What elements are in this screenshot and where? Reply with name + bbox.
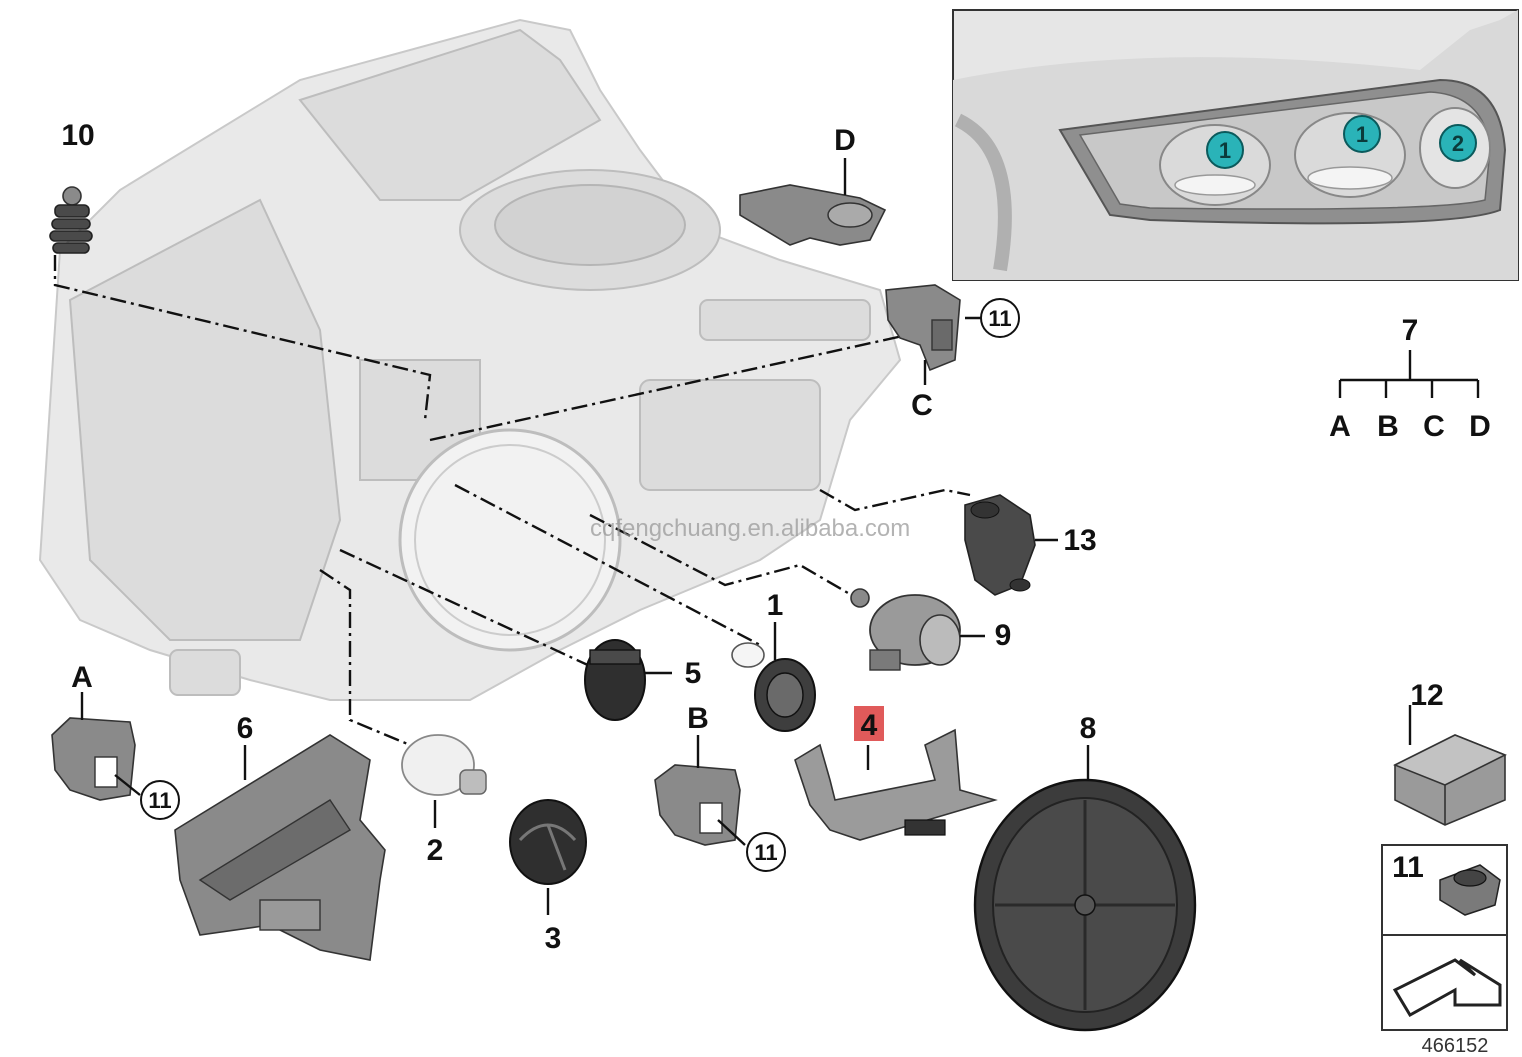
- part-8-cover: [973, 778, 1197, 1032]
- circled-11-refs: 11 11 11: [140, 298, 1020, 872]
- part-C-clip: [885, 284, 961, 372]
- part-9-actuator: [850, 588, 961, 671]
- label-4-highlight: 4: [854, 706, 884, 742]
- assembly-tree-7: A B C D: [1329, 350, 1491, 443]
- callout-labels: 10 D C 7 13 9 1 5 A 6 B 8 12 2 3 11 4: [61, 119, 1443, 955]
- circled-11-A-text: 11: [148, 788, 171, 813]
- inset-marker-1b-text: 1: [1356, 122, 1368, 147]
- part-B-clip: [654, 764, 741, 846]
- part-A-clip: [51, 717, 136, 801]
- label-11-panel: 11: [1392, 851, 1424, 884]
- circled-11-B: 11: [746, 832, 786, 872]
- label-D: D: [834, 124, 856, 157]
- tree-7-item-B: B: [1377, 410, 1399, 443]
- label-6: 6: [237, 712, 254, 745]
- label-13: 13: [1063, 524, 1096, 557]
- label-C: C: [911, 389, 933, 422]
- part-5-socket: [584, 639, 646, 721]
- label-3: 3: [545, 922, 562, 955]
- label-1: 1: [767, 589, 784, 622]
- label-B: B: [687, 702, 709, 735]
- part-13-cap: [964, 494, 1036, 596]
- arrow-symbol-icon: [1392, 958, 1502, 1018]
- tree-7-item-C: C: [1423, 410, 1445, 443]
- short-leaders: [80, 158, 1412, 915]
- part-2-bulb: [401, 734, 487, 796]
- label-7: 7: [1402, 314, 1419, 347]
- inset-marker-2-text: 2: [1452, 131, 1464, 156]
- label-8: 8: [1080, 712, 1097, 745]
- watermark-text: cqfengchuang.en.alibaba.com: [590, 515, 910, 542]
- label-A: A: [71, 661, 93, 694]
- label-12: 12: [1410, 679, 1443, 712]
- tree-7-item-A: A: [1329, 410, 1351, 443]
- part-3-socket: [509, 799, 587, 885]
- part-1-bulb-socket: [731, 642, 816, 732]
- part-11-panel: [1381, 844, 1508, 1031]
- circled-11-C-text: 11: [988, 306, 1011, 331]
- label-9: 9: [995, 619, 1012, 652]
- inset-front-view: 1 1 2: [952, 9, 1519, 281]
- label-2: 2: [427, 834, 444, 867]
- label-5: 5: [685, 657, 702, 690]
- part-6-bracket: [174, 734, 386, 961]
- circled-11-B-text: 11: [754, 840, 777, 865]
- circled-11-C: 11: [980, 298, 1020, 338]
- inset-marker-1b: 1: [1343, 115, 1381, 153]
- tree-7-item-D: D: [1469, 410, 1491, 443]
- inset-marker-1a-text: 1: [1219, 138, 1231, 163]
- part-12-box: [1393, 734, 1507, 826]
- diagram-reference-number: 466152: [1422, 1035, 1489, 1057]
- part-10-grommet: [49, 186, 93, 254]
- part-D-bracket: [739, 184, 887, 246]
- inset-marker-1a: 1: [1206, 131, 1244, 169]
- label-4: 4: [861, 709, 878, 742]
- label-10: 10: [61, 119, 94, 152]
- inset-marker-2: 2: [1439, 124, 1477, 162]
- part-4-plate: [794, 728, 998, 841]
- circled-11-A: 11: [140, 780, 180, 820]
- headlight-housing: [38, 18, 902, 701]
